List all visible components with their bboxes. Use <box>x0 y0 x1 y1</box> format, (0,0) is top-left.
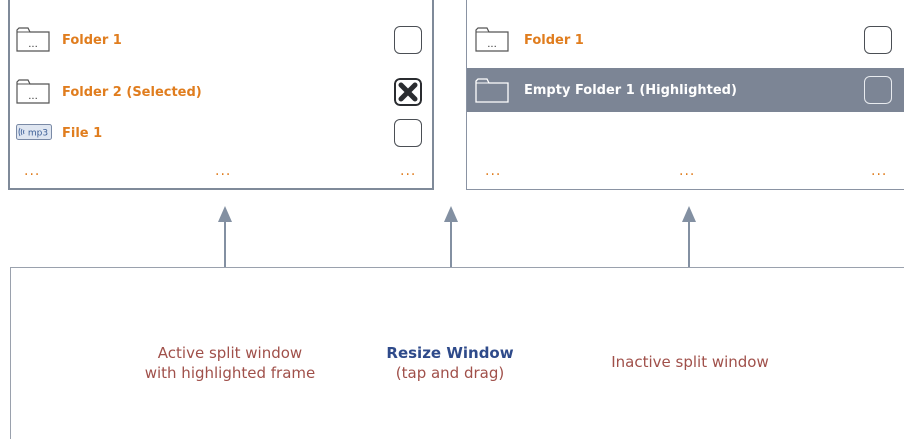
more-indicator: ... <box>215 163 232 179</box>
list-item[interactable]: ... Folder 1 <box>467 22 904 62</box>
folder-icon <box>475 78 509 103</box>
list-item[interactable]: ... Folder 2 (Selected) <box>10 74 432 114</box>
inactive-window-caption: Inactive split window <box>570 352 810 372</box>
list-item[interactable]: mp3 File 1 <box>10 114 432 154</box>
caption-line: Active split window <box>157 344 303 362</box>
item-label: Folder 1 <box>62 33 122 48</box>
caption-line: Inactive split window <box>611 353 769 371</box>
item-label: Folder 1 <box>524 33 584 48</box>
svg-text:...: ... <box>28 91 38 102</box>
inactive-split-window[interactable]: ... Folder 1 Empty Folder 1 (Highlighted… <box>466 0 904 190</box>
caption-title: Resize Window <box>386 344 514 362</box>
resize-window-caption: Resize Window (tap and drag) <box>360 343 540 383</box>
item-label: Empty Folder 1 (Highlighted) <box>524 83 737 98</box>
folder-icon: ... <box>475 27 509 52</box>
more-indicator: ... <box>679 163 696 179</box>
active-window-caption: Active split window with highlighted fra… <box>120 343 340 383</box>
caption-box <box>10 267 904 439</box>
mp3-file-icon: mp3 <box>16 124 52 140</box>
checkbox[interactable] <box>394 26 422 54</box>
more-indicator: ... <box>871 163 888 179</box>
arrow-up-icon <box>218 206 232 268</box>
item-label: Folder 2 (Selected) <box>62 85 202 100</box>
active-split-window[interactable]: ... Folder 1 ... Folder 2 (Selected) mp3… <box>8 0 434 190</box>
more-indicator: ... <box>485 163 502 179</box>
arrow-up-icon <box>444 206 458 268</box>
checkbox[interactable] <box>864 26 892 54</box>
svg-text:...: ... <box>487 39 497 50</box>
checkbox[interactable] <box>864 76 892 104</box>
folder-icon: ... <box>16 27 50 52</box>
caption-line: with highlighted frame <box>144 364 316 382</box>
checkbox-checked[interactable] <box>394 78 422 106</box>
more-indicator: ... <box>400 163 417 179</box>
list-item-highlighted[interactable]: Empty Folder 1 (Highlighted) <box>467 68 904 112</box>
list-item[interactable]: ... Folder 1 <box>10 22 432 62</box>
svg-text:...: ... <box>28 39 38 50</box>
more-indicator: ... <box>24 163 41 179</box>
svg-text:mp3: mp3 <box>28 129 48 139</box>
checkbox[interactable] <box>394 119 422 147</box>
caption-line: (tap and drag) <box>395 364 505 382</box>
folder-icon: ... <box>16 79 50 104</box>
item-label: File 1 <box>62 126 103 141</box>
arrow-up-icon <box>682 206 696 268</box>
